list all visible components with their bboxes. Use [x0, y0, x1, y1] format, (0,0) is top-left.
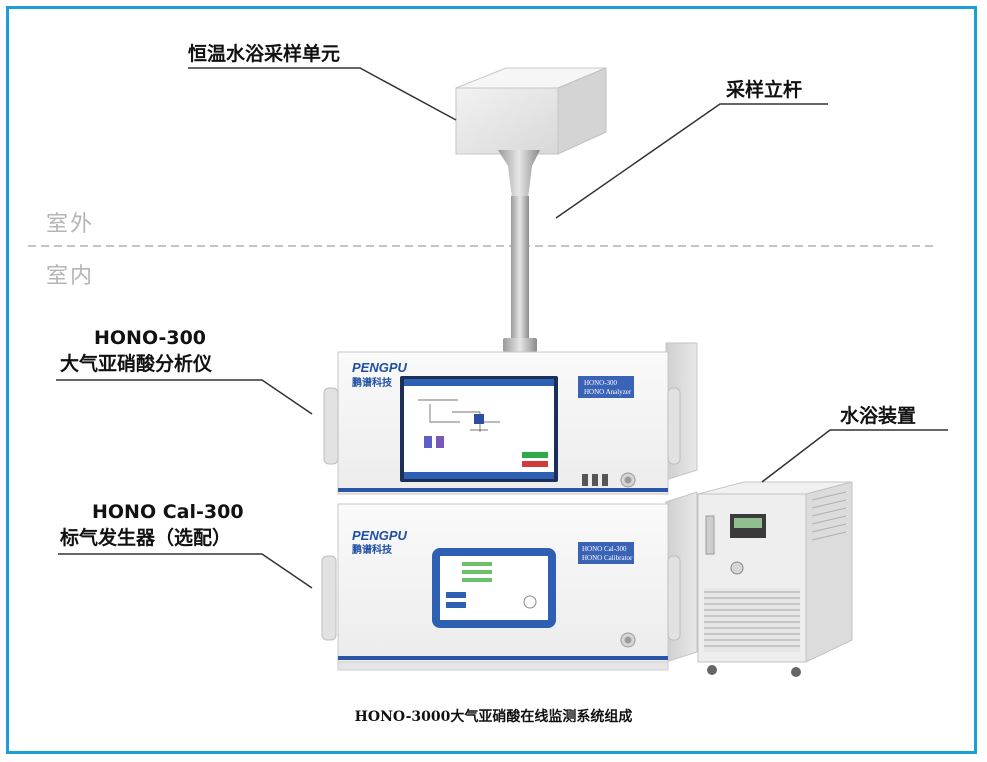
calibrator-tag-line2: HONO Calibrator — [582, 554, 633, 562]
analyzer-brand-en: PENGPU — [352, 360, 408, 375]
label-calibrator-model: HONO Cal-300 — [92, 501, 244, 523]
water-bath-device — [697, 481, 853, 677]
figure-caption: HONO-3000大气亚硝酸在线监测系统组成 — [354, 709, 633, 725]
label-water-bath: 水浴装置 — [840, 405, 917, 427]
label-analyzer-name: 大气亚硝酸分析仪 — [60, 353, 213, 375]
sampling-unit-box — [455, 67, 607, 155]
label-sampling-mast: 采样立杆 — [726, 79, 803, 101]
analyzer-tag-line2: HONO Analyzer — [584, 388, 632, 396]
leader-lines — [56, 67, 948, 589]
calibrator-tag-line1: HONO Cal-300 — [582, 545, 627, 553]
outer-frame — [6, 6, 977, 754]
label-sampling-unit: 恒温水浴采样单元 — [188, 43, 341, 65]
analyzer-tag-line1: HONO-300 — [584, 379, 618, 387]
analyzer-device: PENGPU 鹏谱科技 HONO-300 HONO Analyzer — [323, 342, 698, 495]
label-calibrator-name: 标气发生器（选配） — [60, 527, 232, 549]
analyzer-brand-cn: 鹏谱科技 — [352, 376, 393, 389]
sampling-mast-pole — [498, 150, 540, 352]
calibrator-brand-en: PENGPU — [352, 528, 408, 543]
calibrator-device: PENGPU 鹏谱科技 HONO Cal-300 HONO Calibrator — [321, 491, 698, 671]
calibrator-brand-cn: 鹏谱科技 — [352, 543, 393, 556]
label-outdoor: 室外 — [46, 212, 95, 237]
label-analyzer-model: HONO-300 — [94, 327, 207, 349]
label-indoor: 室内 — [46, 264, 95, 289]
